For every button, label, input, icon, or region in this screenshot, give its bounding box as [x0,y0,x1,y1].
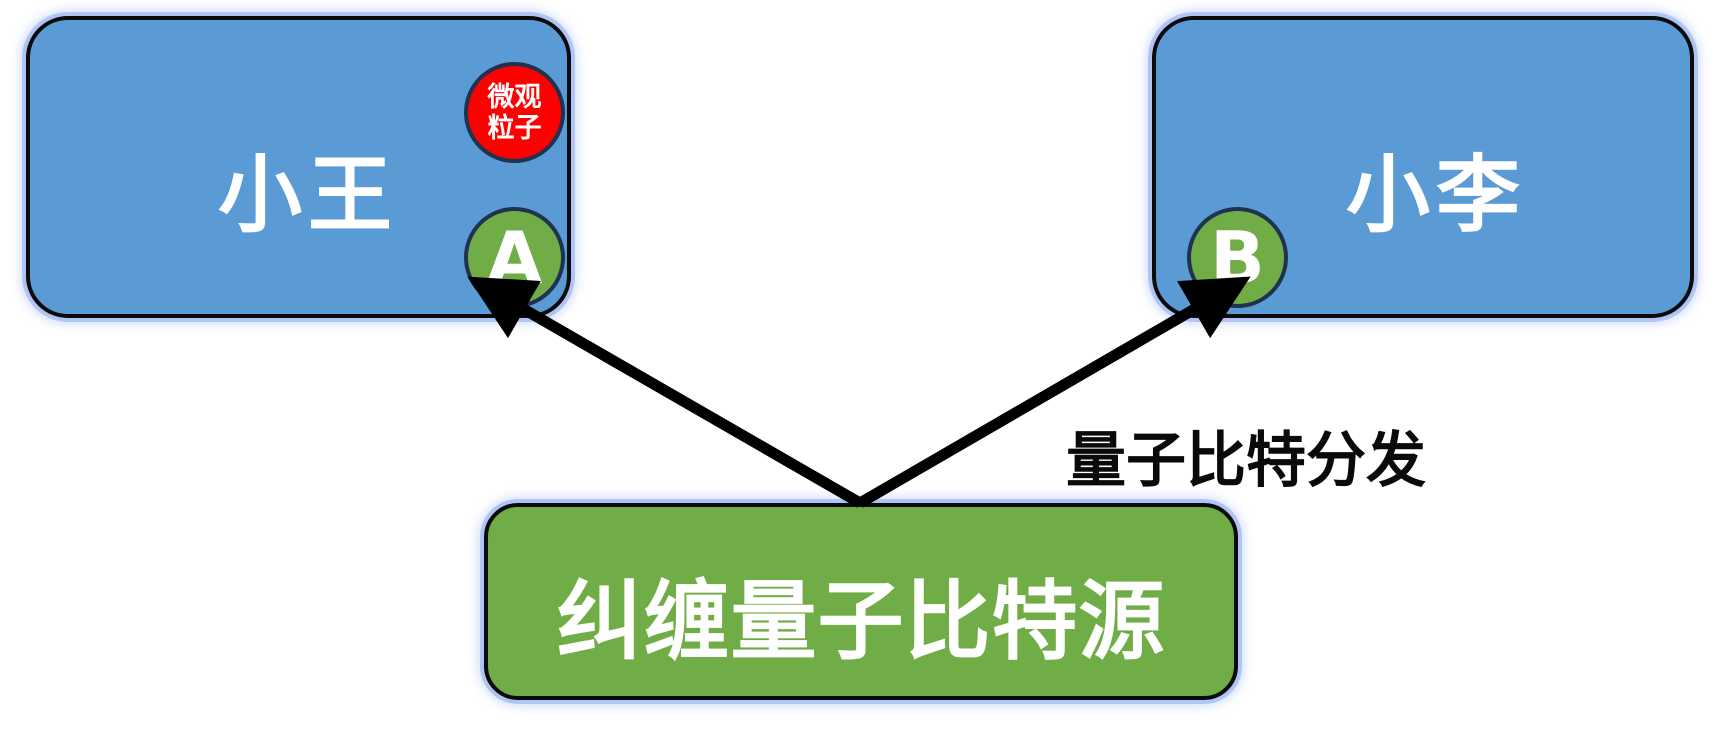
particle-label: 微观粒子 [487,81,542,144]
arrow-to-qubit-a [467,276,863,508]
entangled-source-box: 纠缠量子比特源 [484,503,1238,700]
qubit-distribution-label: 量子比特分发 [1066,426,1426,496]
xiaoli-label: 小李 [1346,146,1527,244]
particle-badge: 微观粒子 [464,62,565,163]
xiaowang-label: 小王 [218,146,399,244]
xiaoli-box: 小李 B [1152,16,1694,318]
arrow-to-qubit-b [857,276,1251,508]
entangled-source-label: 纠缠量子比特源 [556,572,1166,672]
